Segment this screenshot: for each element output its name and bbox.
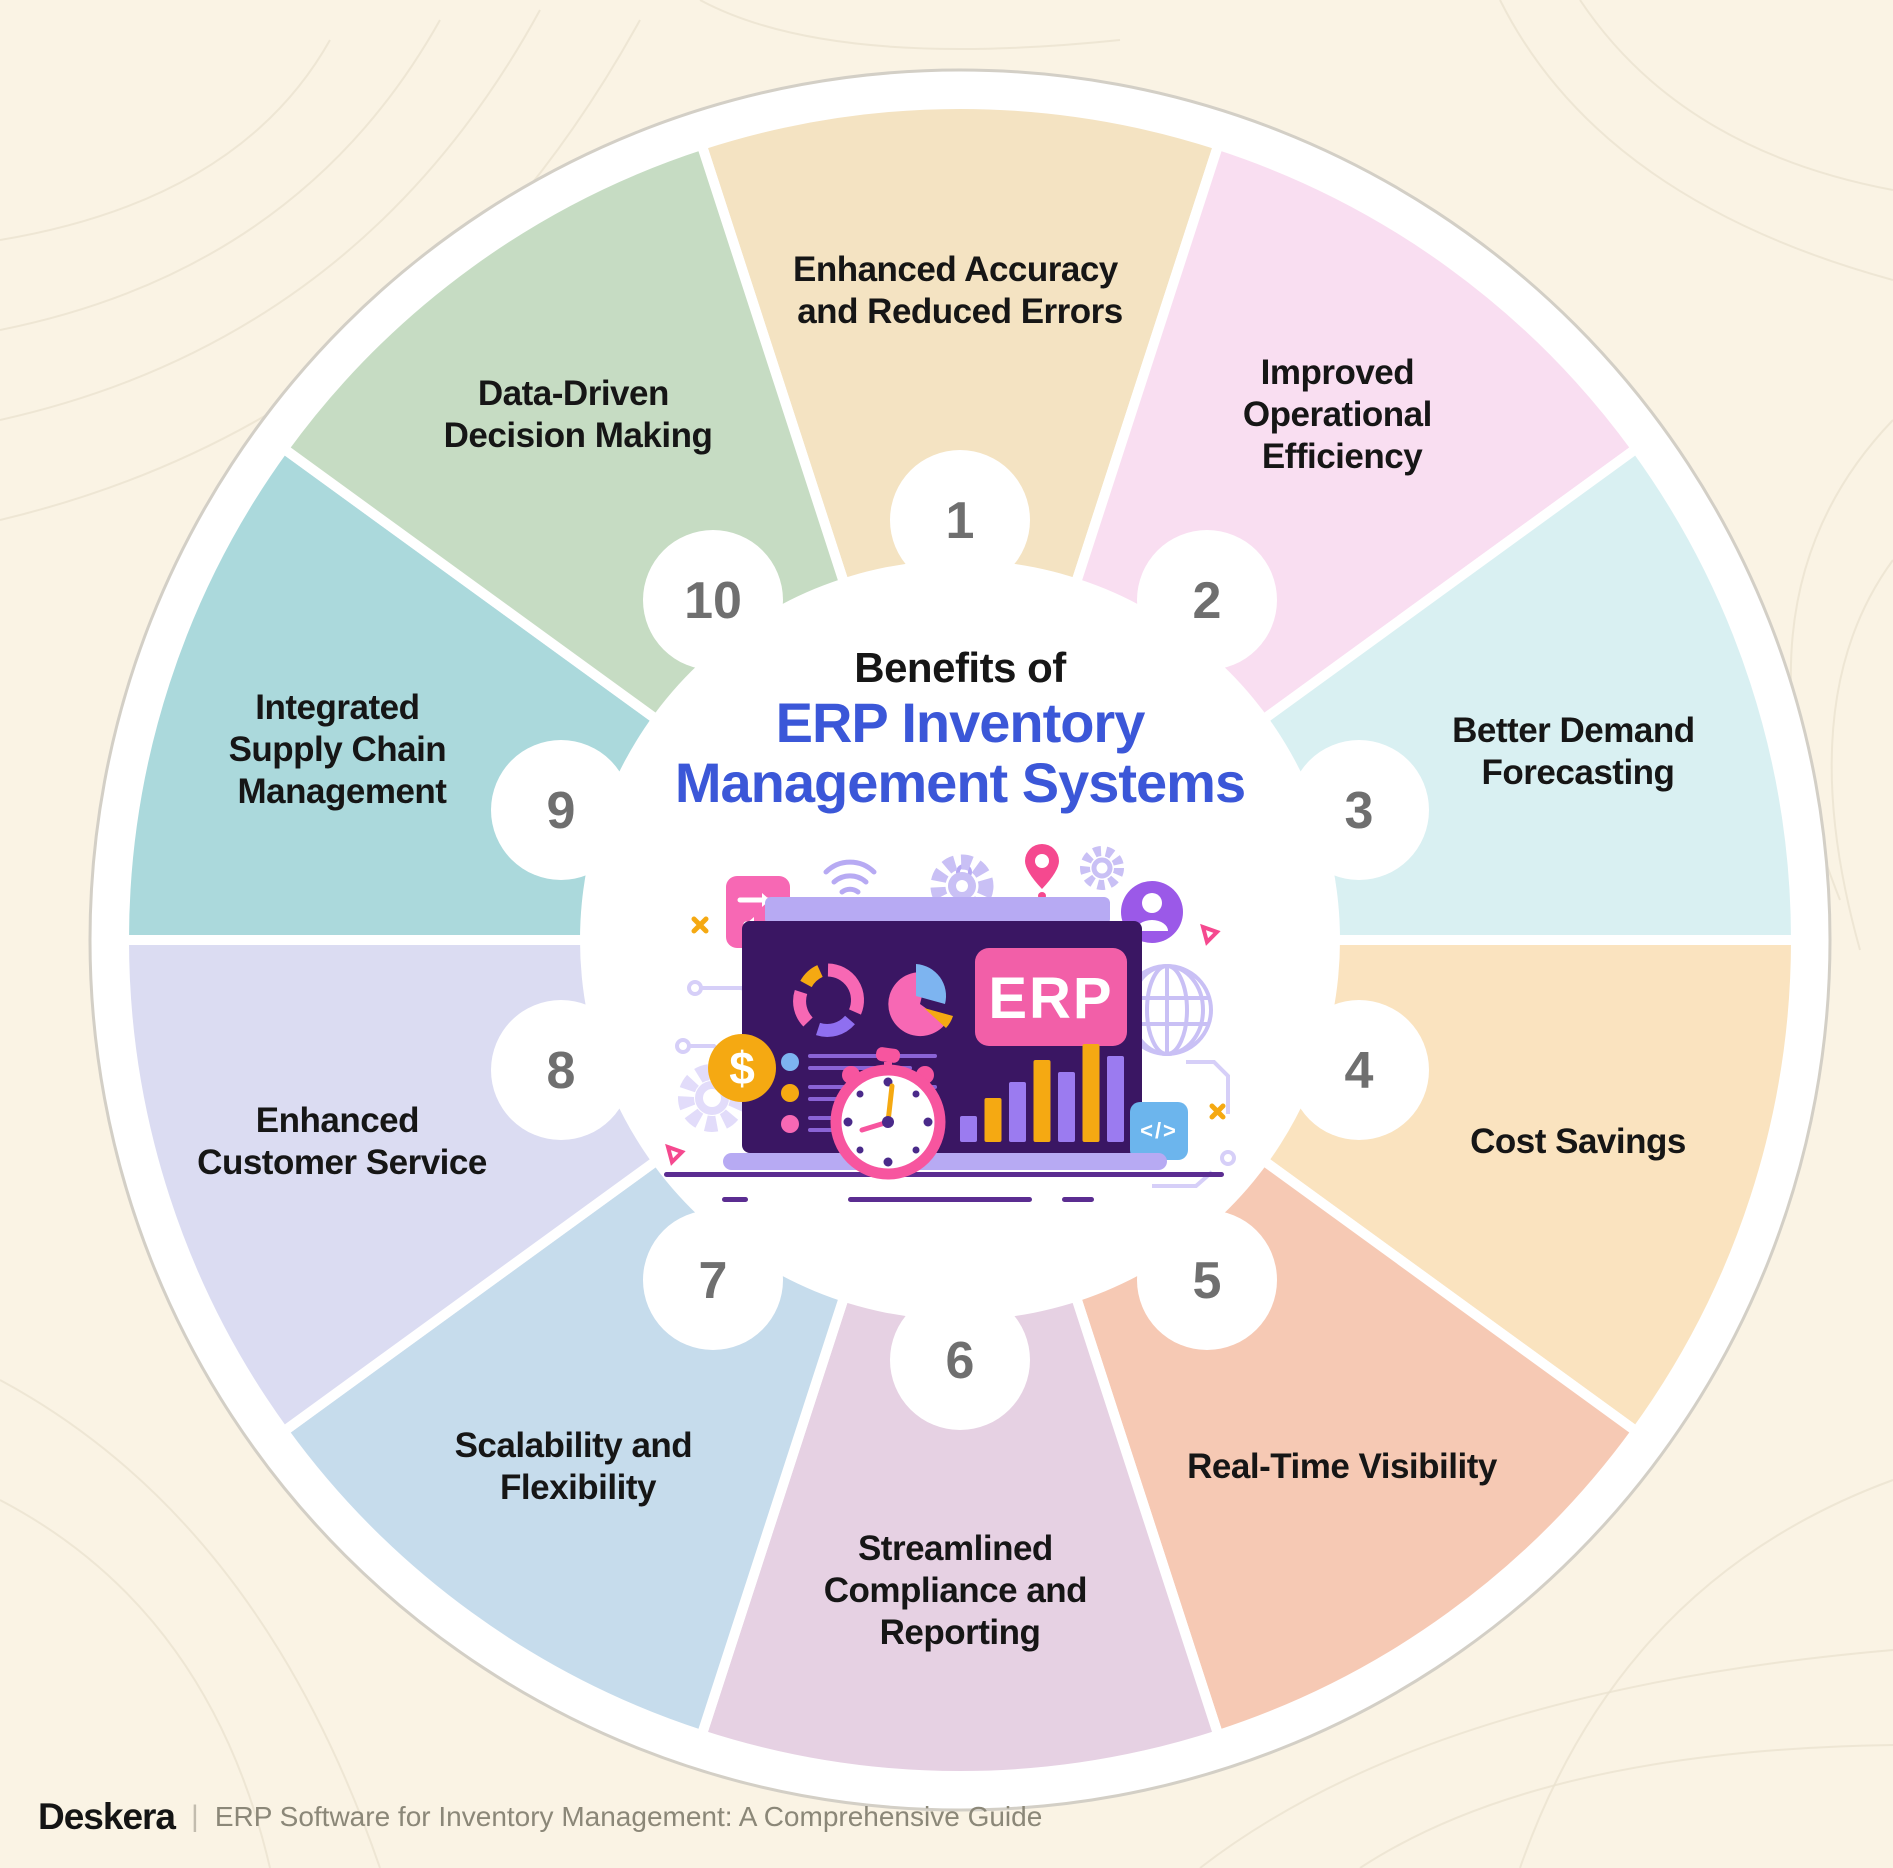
gear-outline-icon xyxy=(1080,846,1124,890)
code-icon: </> xyxy=(1130,1102,1188,1160)
segment-2-number: 2 xyxy=(1193,572,1222,630)
footer-separator: | xyxy=(191,1800,199,1833)
segment-5-label: Real-Time Visibility xyxy=(1187,1447,1498,1486)
laptop-top-bar xyxy=(765,897,1110,925)
segment-9-number: 9 xyxy=(547,782,576,840)
erp-label: ERP xyxy=(988,966,1113,1031)
segment-10-number: 10 xyxy=(684,572,742,630)
pie-chart-icon xyxy=(888,964,953,1037)
title-line-management-systems: Management Systems xyxy=(675,751,1245,814)
segment-7-label: Scalability and Flexibility xyxy=(455,1426,702,1507)
footer-tagline: ERP Software for Inventory Management: A… xyxy=(214,1801,1043,1832)
dollar-coin-icon: $ xyxy=(708,1034,776,1102)
table-lines xyxy=(664,1172,1224,1202)
center-title: Benefits of ERP Inventory Management Sys… xyxy=(675,644,1246,814)
segment-3-number: 3 xyxy=(1345,782,1374,840)
segment-8-number: 8 xyxy=(547,1042,576,1100)
segment-7-number-bubble xyxy=(643,1210,783,1350)
segment-2-number-bubble xyxy=(1137,530,1277,670)
erp-illustration: ERP </> xyxy=(664,844,1236,1202)
segment-labels: Enhanced Accuracy and Reduced Errors Imp… xyxy=(197,250,1704,1652)
sparkle-decorations xyxy=(665,916,1226,1166)
segment-5-number-bubble xyxy=(1137,1210,1277,1350)
segment-1-number: 1 xyxy=(946,492,975,550)
code-glyph: </> xyxy=(1140,1118,1178,1143)
segment-9-label: Integrated Supply Chain Management xyxy=(229,688,456,811)
stopwatch-icon xyxy=(830,1047,946,1180)
bar-chart-icon xyxy=(960,1044,1124,1142)
segment-8-label: Enhanced Customer Service xyxy=(197,1101,487,1182)
brand-logo: Deskera xyxy=(38,1796,176,1837)
title-line-erp-inventory: ERP Inventory xyxy=(776,691,1146,754)
segment-10-label: Data-Driven Decision Making xyxy=(444,374,713,455)
segment-1-number-bubble xyxy=(890,450,1030,590)
segment-4-number: 4 xyxy=(1345,1042,1374,1100)
segment-10-number-bubble xyxy=(643,530,783,670)
laptop-base xyxy=(723,1153,1167,1170)
segment-4-number-bubble xyxy=(1289,1000,1429,1140)
segment-3-number-bubble xyxy=(1289,740,1429,880)
segment-9-number-bubble xyxy=(491,740,631,880)
segment-6-number: 6 xyxy=(946,1332,975,1390)
segment-numbers: 1 2 3 4 5 6 7 8 9 10 xyxy=(547,492,1374,1390)
segment-7-number: 7 xyxy=(699,1252,728,1310)
segment-5-number: 5 xyxy=(1193,1252,1222,1310)
dollar-sign: $ xyxy=(729,1042,755,1094)
donut-chart-icon xyxy=(793,963,864,1037)
segment-8-number-bubble xyxy=(491,1000,631,1140)
footer: Deskera | ERP Software for Inventory Man… xyxy=(38,1796,1858,1838)
segment-4-label: Cost Savings xyxy=(1470,1122,1686,1161)
segment-3-label: Better Demand Forecasting xyxy=(1452,711,1704,792)
segment-2-label: Improved Operational Efficiency xyxy=(1243,353,1441,476)
erp-badge: ERP xyxy=(975,948,1127,1046)
segment-1-label: Enhanced Accuracy and Reduced Errors xyxy=(793,250,1127,331)
title-prefix: Benefits of xyxy=(854,644,1067,691)
segment-6-number-bubble xyxy=(890,1290,1030,1430)
segment-6-label: Streamlined Compliance and Reporting xyxy=(824,1529,1097,1652)
